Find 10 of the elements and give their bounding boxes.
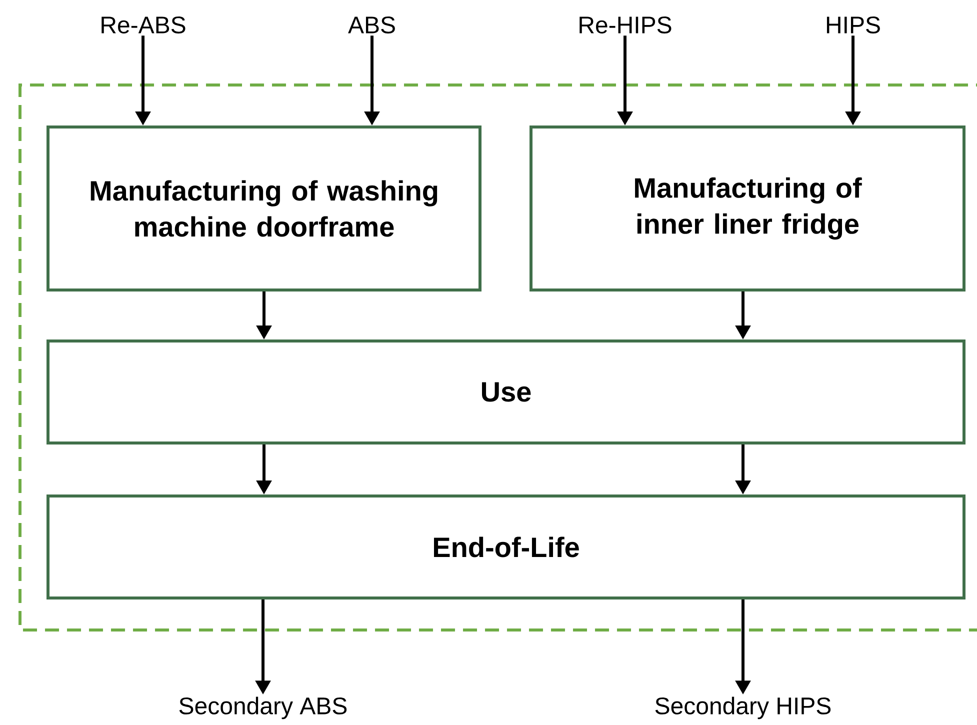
- flow-label: HIPS: [826, 16, 880, 34]
- flow-label: Re-HIPS: [580, 16, 672, 34]
- process-box: Manufacturing of washing machine doorframe: [46, 126, 482, 292]
- flow-label: ABS: [348, 16, 395, 34]
- flow-label: Secondary HIPS: [655, 696, 831, 720]
- flow-label: Secondary ABS: [179, 696, 347, 720]
- process-box: Use: [46, 339, 966, 444]
- flow-label: Re-ABS: [102, 16, 186, 34]
- process-box: End-of-Life: [46, 494, 966, 600]
- process-box: Manufacturing of inner liner fridge: [530, 126, 966, 292]
